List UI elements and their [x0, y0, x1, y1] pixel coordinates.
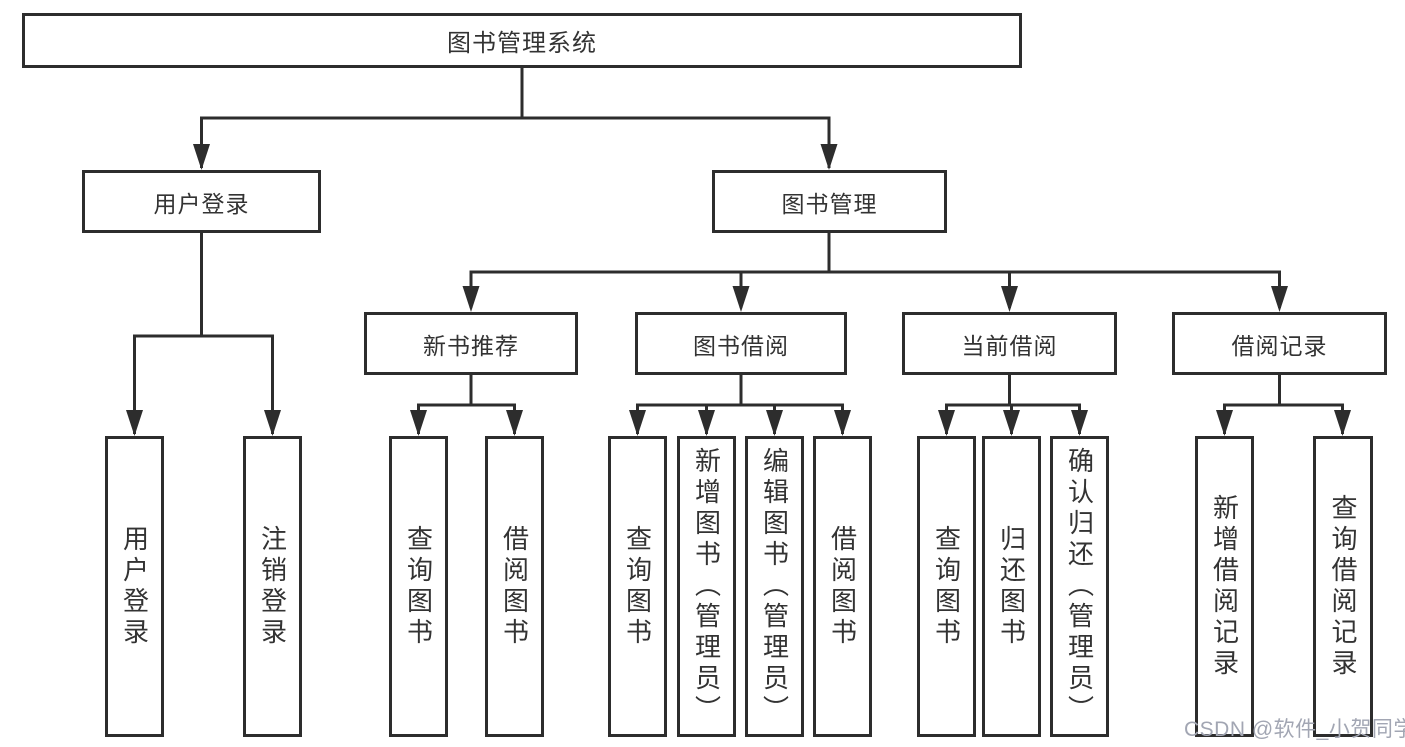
- node-label: 查询图书: [931, 524, 962, 649]
- node-label: 借阅记录: [1231, 332, 1328, 359]
- node-current-borrow: 当前借阅: [902, 312, 1117, 375]
- edge-root-to-level2: [200, 68, 831, 168]
- node-label: 确认归还（管理员）: [1064, 447, 1095, 726]
- node-leaf-logout: 注销登录: [243, 436, 302, 737]
- node-label: 借阅图书: [827, 524, 858, 649]
- node-leaf-borrow-books: 借阅图书: [813, 436, 872, 737]
- node-label: 新书推荐: [423, 332, 519, 359]
- edge-userlogin-to-leaves: [133, 233, 274, 434]
- node-label: 借阅图书: [499, 524, 530, 649]
- edge-bookmgmt-to-level3: [469, 233, 1281, 308]
- node-leaf-add-borrow-record: 新增借阅记录: [1195, 436, 1254, 737]
- node-label: 用户登录: [119, 524, 150, 649]
- node-leaf-borrow-books-recommend: 借阅图书: [485, 436, 544, 737]
- node-book-management: 图书管理: [712, 170, 947, 233]
- edge-records-to-leaves: [1223, 375, 1344, 434]
- node-new-book-recommend: 新书推荐: [364, 312, 578, 375]
- watermark-text: CSDN @软件_小贺同学: [1184, 718, 1405, 741]
- node-borrow-records: 借阅记录: [1172, 312, 1387, 375]
- node-label: 图书管理系统: [447, 30, 597, 57]
- node-library-management-system: 图书管理系统: [22, 13, 1022, 68]
- node-leaf-query-books-borrow: 查询图书: [608, 436, 667, 737]
- node-leaf-edit-books-admin: 编辑图书（管理员）: [745, 436, 804, 737]
- node-leaf-add-books-admin: 新增图书（管理员）: [677, 436, 736, 737]
- node-leaf-query-borrow-record: 查询借阅记录: [1313, 436, 1373, 737]
- node-label: 当前借阅: [961, 332, 1058, 359]
- edge-borrow-to-leaves: [636, 375, 844, 434]
- node-book-borrow: 图书借阅: [635, 312, 847, 375]
- arrowhead-icons: [126, 144, 1351, 436]
- node-leaf-user-login: 用户登录: [105, 436, 164, 737]
- node-label: 新增借阅记录: [1209, 493, 1240, 680]
- node-label: 注销登录: [257, 524, 288, 649]
- node-label: 图书管理: [781, 190, 878, 217]
- node-leaf-query-books-current: 查询图书: [917, 436, 976, 737]
- node-label: 查询图书: [403, 524, 434, 649]
- node-label: 用户登录: [153, 190, 250, 217]
- node-leaf-return-books: 归还图书: [982, 436, 1041, 737]
- node-user-login: 用户登录: [82, 170, 321, 233]
- node-leaf-query-books-recommend: 查询图书: [389, 436, 448, 737]
- node-label: 编辑图书（管理员）: [759, 447, 790, 726]
- node-label: 图书借阅: [693, 332, 789, 359]
- node-label: 归还图书: [996, 524, 1027, 649]
- edge-newbook-to-leaves: [417, 375, 516, 434]
- node-label: 查询借阅记录: [1328, 493, 1358, 680]
- node-leaf-confirm-return-admin: 确认归还（管理员）: [1050, 436, 1109, 737]
- node-label: 新增图书（管理员）: [691, 447, 722, 726]
- node-label: 查询图书: [622, 524, 653, 649]
